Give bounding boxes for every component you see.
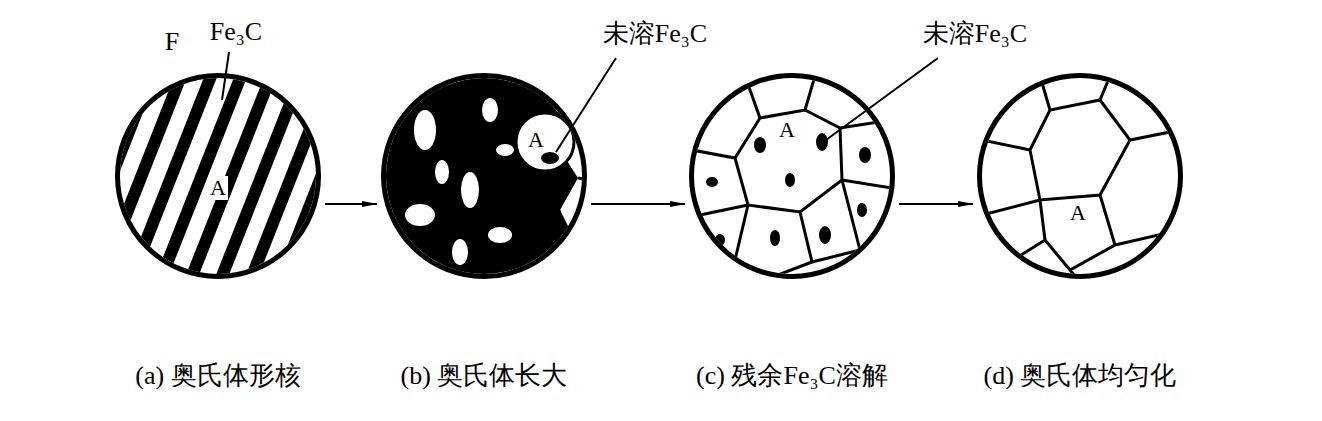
process-arrow <box>325 203 377 205</box>
stage-caption: (d) 奥氏体均匀化 <box>982 362 1179 391</box>
stage-caption: (a) 奥氏体形核 <box>133 362 302 391</box>
phase-letter: A <box>526 128 546 152</box>
leader-lines <box>222 52 938 152</box>
phase-label: Fe₃C <box>208 18 264 47</box>
cementite-lamella <box>240 62 343 290</box>
micrograph-circle: A <box>689 73 895 279</box>
stage-caption: (b) 奥氏体长大 <box>399 362 570 391</box>
cementite-lamella <box>270 62 373 290</box>
cementite-lamella <box>0 62 43 290</box>
micrograph-circle: A <box>115 73 321 279</box>
cementite-lamella <box>0 62 103 290</box>
phase-letter: A <box>1068 201 1088 225</box>
process-arrow <box>899 203 973 205</box>
micrograph-circle: A <box>977 73 1183 279</box>
stage-caption: (c) 残余Fe₃C溶解 <box>694 362 890 391</box>
micrograph-circle: A <box>381 73 587 279</box>
cementite-lamella <box>0 62 13 290</box>
grain-network <box>692 76 892 278</box>
cementite-lamella <box>0 62 73 290</box>
phase-label: F <box>163 28 181 57</box>
grain-network <box>982 76 1180 276</box>
callout-label: 未溶Fe₃C <box>921 20 1029 49</box>
callout-label: 未溶Fe₃C <box>601 20 709 49</box>
austenite-growth <box>384 76 630 292</box>
phase-letter: A <box>777 118 797 142</box>
phase-letter: A <box>208 176 228 200</box>
process-arrow <box>591 203 685 205</box>
